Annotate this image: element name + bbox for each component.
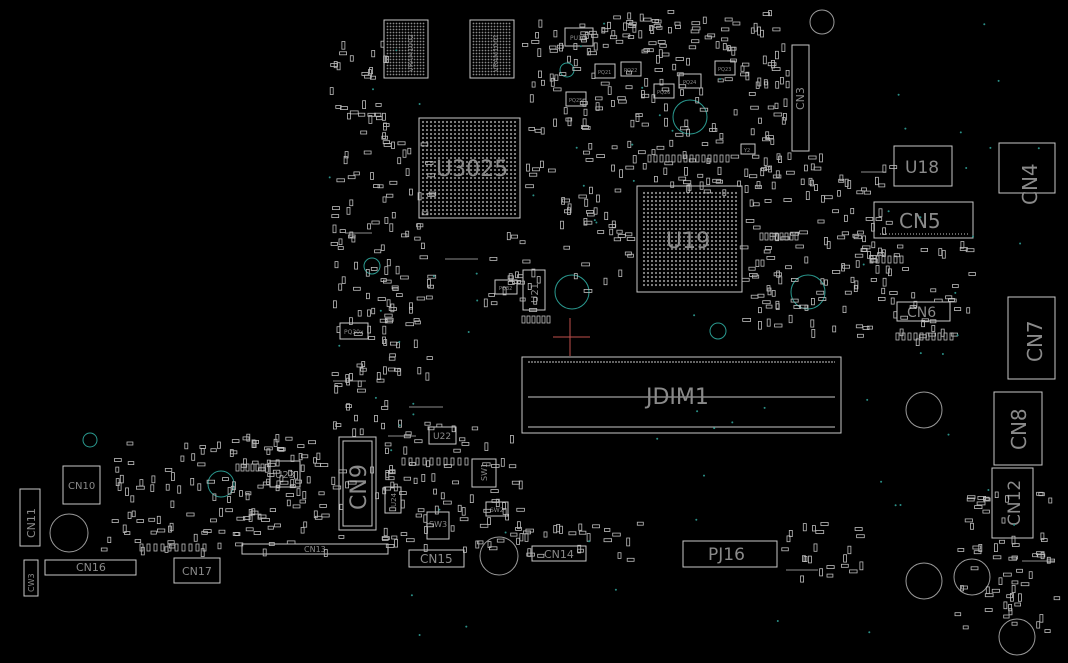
mount-hole (207, 470, 235, 498)
vram1002-label: VRAM1002 (407, 34, 415, 72)
mounting-holes (82, 62, 826, 498)
sw3-switch[interactable]: SW3 (426, 511, 450, 540)
cw3-component[interactable]: CW3 (23, 559, 39, 597)
u23-chip[interactable]: U23 (269, 460, 301, 488)
screw-mount (49, 513, 89, 553)
pq32-label: PQ32 (499, 286, 512, 292)
y2-label: Y2 (743, 148, 750, 154)
sw1-switch[interactable]: SW1 (471, 458, 497, 488)
pq21-label: PQ21 (598, 70, 611, 76)
pq21-chip[interactable]: PQ21 (594, 63, 616, 79)
u23-label: U23 (275, 470, 295, 481)
cn8-connector[interactable]: CN8 (993, 391, 1043, 466)
u22-chip[interactable]: U22 (428, 426, 457, 445)
cn5-connector[interactable]: CN5 (873, 201, 974, 239)
cn12-label: CN12 (1005, 480, 1025, 526)
screw-mount (479, 536, 519, 576)
screw-mount (953, 558, 991, 596)
cn15-label: CN15 (420, 552, 453, 566)
cn13-connector[interactable]: CN13 (241, 543, 389, 555)
jdim1-label: JDIM1 (644, 385, 709, 410)
screw-mount (998, 618, 1036, 656)
mount-hole (82, 432, 98, 448)
cn12-connector[interactable]: CN12 (991, 467, 1034, 539)
cn8-label: CN8 (1007, 408, 1031, 450)
vram1001-chip[interactable]: VRAM1001 (469, 19, 515, 79)
u21-chip[interactable]: U21 (522, 269, 546, 311)
cn17-label: CN17 (182, 565, 212, 578)
u21-label: U21 (530, 283, 541, 303)
cn5-label: CN5 (899, 209, 941, 233)
pq25-label: PQ25 (569, 98, 582, 104)
cn11-label: CN11 (25, 508, 38, 538)
u24-chip[interactable]: U24 (384, 486, 402, 514)
vram1001-label: VRAM1001 (492, 34, 500, 72)
cn15-connector[interactable]: CN15 (408, 549, 465, 568)
vram1002-chip[interactable]: VRAM1002 (383, 19, 429, 79)
cn13-label: CN13 (304, 545, 326, 554)
cn3-label: CN3 (794, 87, 807, 110)
screw-mount (905, 391, 943, 429)
u18-chip[interactable]: U18 (893, 145, 953, 187)
cn17-connector[interactable]: CN17 (173, 557, 221, 584)
pu10-chip[interactable]: PU10 (564, 27, 594, 47)
sw3-label: SW3 (429, 520, 447, 529)
cn3-connector[interactable]: CN3 (791, 44, 810, 152)
vias (328, 22, 1040, 636)
pq24-chip[interactable]: PQ24 (678, 73, 702, 89)
screw-mount (905, 562, 943, 600)
mount-hole (672, 99, 708, 135)
pu10-label: PU10 (570, 35, 586, 42)
cn6-label: CN6 (907, 305, 936, 321)
cn9-connector[interactable]: CN9 (338, 436, 377, 531)
pj16-label: PJ16 (708, 545, 745, 565)
u24-label: U24 (390, 492, 398, 507)
cn16-connector[interactable]: CN16 (44, 559, 137, 576)
cn7-connector[interactable]: CN7 (1007, 296, 1056, 380)
cn9-label: CN9 (347, 464, 372, 510)
jdim1-dimm-slot[interactable]: JDIM1 (521, 356, 842, 434)
passive-components (100, 9, 1061, 633)
u3025-gpu-bga[interactable]: U3025 (418, 117, 521, 219)
pj16-connector[interactable]: PJ16 (682, 540, 778, 568)
pq24-label: PQ24 (683, 80, 696, 86)
cn6-connector[interactable]: CN6 (896, 301, 951, 322)
u18-label: U18 (905, 158, 939, 178)
u19-label: U19 (666, 229, 710, 254)
pq26-chip[interactable]: PQ26 (653, 83, 675, 99)
u19-cpu-bga[interactable]: U19 (636, 185, 743, 293)
pq26-label: PQ26 (657, 90, 670, 96)
cn10-label: CN10 (68, 481, 95, 492)
cn4-label: CN4 (1018, 163, 1042, 205)
pq30x-chip[interactable]: PQ30x (339, 322, 369, 340)
cn4-connector[interactable]: CN4 (998, 142, 1056, 205)
u22-label: U22 (433, 432, 451, 442)
cn10-connector[interactable]: CN10 (62, 465, 101, 505)
screw-mounts (49, 9, 1036, 656)
mount-hole (559, 62, 575, 78)
pq23-label: PQ23 (718, 67, 731, 73)
mount-hole (790, 274, 826, 310)
sw2-label: SW2 (490, 507, 504, 514)
pq23-chip[interactable]: PQ23 (714, 60, 736, 76)
cursor-crosshair (553, 318, 590, 356)
sw1-label: SW1 (480, 463, 489, 481)
u3025-label: U3025 (436, 157, 508, 182)
cn14-connector[interactable]: CN14 (531, 545, 587, 562)
cn7-label: CN7 (1023, 320, 1047, 362)
screw-mount (809, 9, 835, 35)
mount-hole (363, 257, 381, 275)
cn11-connector[interactable]: CN11 (19, 488, 41, 547)
cn14-label: CN14 (544, 548, 574, 561)
cn16-label: CN16 (76, 561, 106, 574)
cw3-label: CW3 (27, 573, 36, 592)
y2-crystal[interactable]: Y2 (740, 143, 756, 155)
mount-hole (709, 322, 727, 340)
